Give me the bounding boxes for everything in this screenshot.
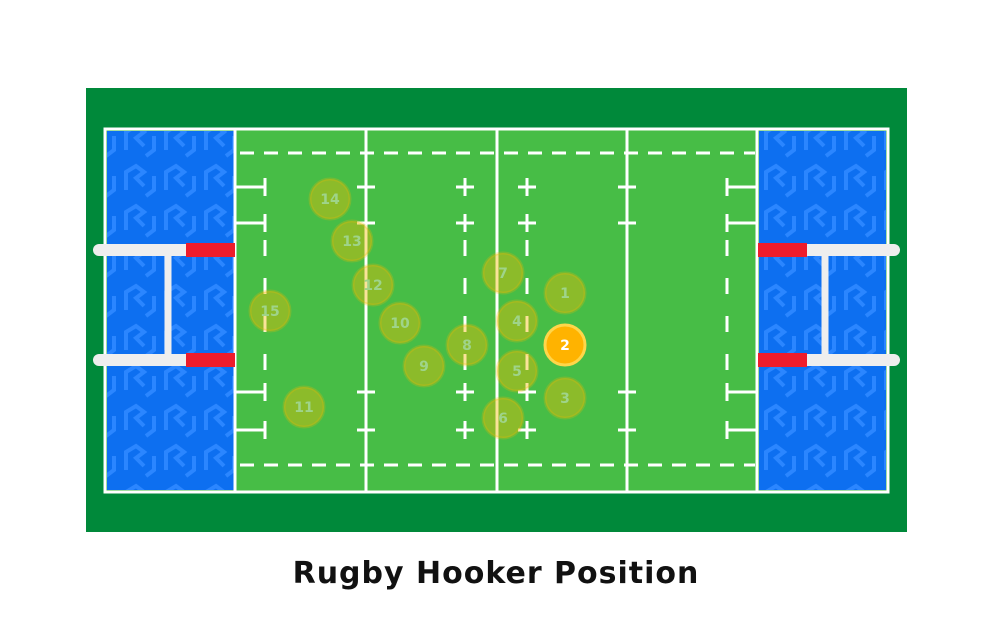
- player-number: 3: [560, 391, 570, 407]
- player-marker: [378, 301, 422, 345]
- player-marker: [481, 251, 525, 295]
- player-2: 2: [543, 323, 587, 367]
- player-number: 6: [498, 411, 508, 427]
- player-marker: [543, 376, 587, 420]
- player-4: 4: [495, 299, 539, 343]
- player-14: 14: [308, 177, 352, 221]
- player-number: 1: [560, 286, 570, 302]
- player-1: 1: [543, 271, 587, 315]
- player-number: 13: [342, 234, 361, 250]
- player-11: 11: [282, 385, 326, 429]
- player-number: 10: [390, 316, 410, 332]
- player-5: 5: [495, 349, 539, 393]
- player-marker: [543, 323, 587, 367]
- player-marker: [543, 271, 587, 315]
- player-marker: [248, 289, 292, 333]
- player-number: 12: [363, 278, 382, 294]
- player-number: 8: [462, 338, 472, 354]
- player-marker: [481, 396, 525, 440]
- player-13: 13: [330, 219, 374, 263]
- player-marker: [351, 263, 395, 307]
- player-marker: [495, 299, 539, 343]
- goal-posts-left: [93, 243, 235, 367]
- player-7: 7: [481, 251, 525, 295]
- dashed-lines: [240, 151, 755, 467]
- player-3: 3: [543, 376, 587, 420]
- player-number: 4: [512, 314, 522, 330]
- line-markers: [236, 178, 756, 439]
- goal-posts-right: [758, 243, 900, 367]
- player-number: 2: [560, 338, 570, 354]
- player-12: 12: [351, 263, 395, 307]
- player-marker: [495, 349, 539, 393]
- diagram-title: Rugby Hooker Position: [292, 556, 700, 591]
- player-marker: [445, 323, 489, 367]
- player-6: 6: [481, 396, 525, 440]
- field-lines: [233, 129, 759, 492]
- player-marker: [402, 344, 446, 388]
- player-8: 8: [445, 323, 489, 367]
- player-9: 9: [402, 344, 446, 388]
- player-number: 5: [512, 364, 522, 380]
- player-10: 10: [378, 301, 422, 345]
- player-marker: [308, 177, 352, 221]
- player-marker: [330, 219, 374, 263]
- player-marker: [282, 385, 326, 429]
- player-15: 15: [248, 289, 292, 333]
- player-number: 7: [498, 266, 508, 282]
- player-number: 15: [260, 304, 279, 320]
- player-number: 9: [419, 359, 429, 375]
- player-number: 11: [294, 400, 313, 416]
- player-number: 14: [320, 192, 340, 208]
